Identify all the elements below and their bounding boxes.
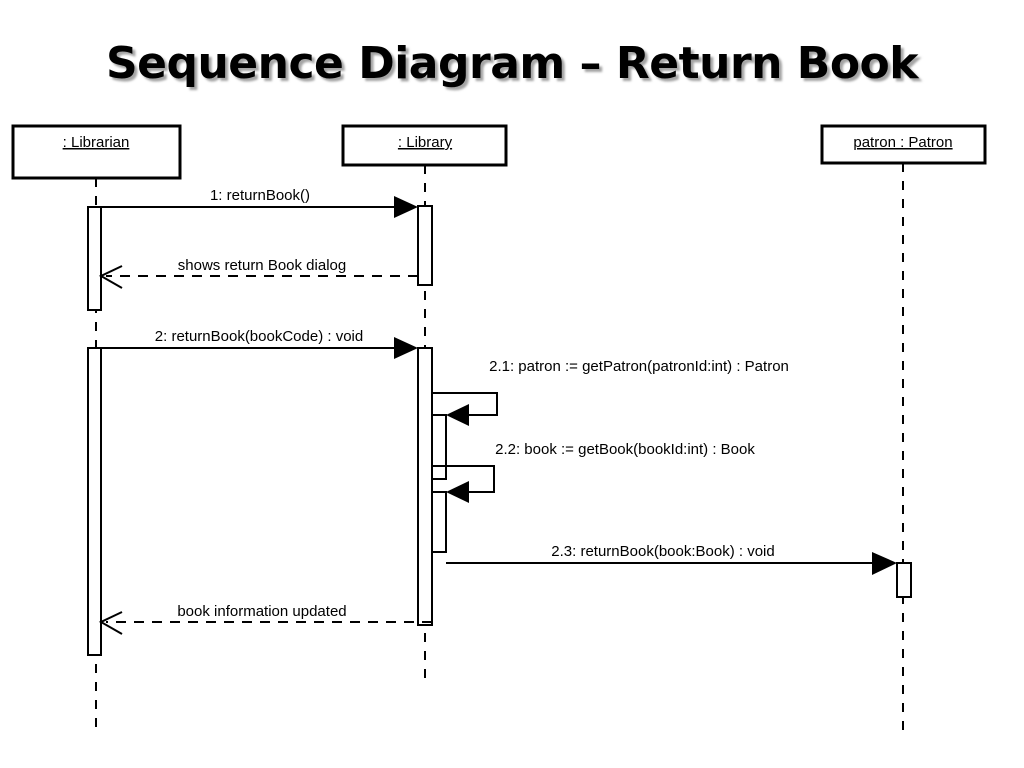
activation-bar-library-2[interactable] — [417, 347, 433, 626]
message-7-book-info-updated[interactable]: book information updated — [98, 603, 432, 635]
message-1-label: 1: returnBook() — [210, 187, 310, 204]
message-4-self-getpatron[interactable]: 2.1: patron := getPatron(patronId:int) :… — [432, 358, 789, 426]
message-6-label: 2.3: returnBook(book:Book) : void — [551, 543, 774, 560]
activation-bar-library-nested-1[interactable] — [431, 414, 447, 480]
message-4-label: 2.1: patron := getPatron(patronId:int) :… — [489, 358, 789, 375]
lifeline-library[interactable]: : Library — [341, 124, 508, 681]
activation-bar-library-nested-2[interactable] — [431, 491, 447, 553]
message-2-shows-dialog[interactable]: shows return Book dialog — [98, 257, 418, 289]
object-box-patron[interactable] — [820, 124, 987, 165]
message-4-line — [432, 392, 498, 416]
message-1-returnbook[interactable]: 1: returnBook() — [95, 187, 418, 218]
lifeline-librarian[interactable]: : Librarian — [11, 124, 182, 731]
message-4-arrowhead — [446, 404, 469, 426]
activation-bar-patron-1[interactable] — [896, 562, 912, 598]
message-7-arrowhead — [98, 611, 123, 635]
message-2-arrowhead — [98, 265, 123, 289]
message-5-line — [432, 465, 495, 493]
object-label-library: : Library — [398, 134, 453, 151]
message-5-self-getbook[interactable]: 2.2: book := getBook(bookId:int) : Book — [432, 441, 755, 503]
message-6-arrowhead — [872, 552, 897, 575]
message-6-returnbook-patron[interactable]: 2.3: returnBook(book:Book) : void — [446, 543, 897, 575]
activation-bar-library-1[interactable] — [417, 205, 433, 286]
object-box-librarian[interactable] — [11, 124, 182, 180]
lifeline-patron[interactable]: patron : Patron — [820, 124, 987, 731]
message-3-returnbook-bookcode[interactable]: 2: returnBook(bookCode) : void — [95, 328, 418, 359]
activation-bar-librarian-2[interactable] — [87, 347, 102, 656]
message-5-arrowhead — [446, 481, 469, 503]
object-label-librarian: : Librarian — [63, 134, 130, 151]
object-label-patron: patron : Patron — [853, 134, 952, 151]
message-5-label: 2.2: book := getBook(bookId:int) : Book — [495, 441, 755, 458]
message-7-label: book information updated — [177, 603, 346, 620]
message-1-arrowhead — [394, 196, 418, 218]
message-3-arrowhead — [394, 337, 418, 359]
page-title: Sequence Diagram – Return Book — [105, 38, 919, 89]
object-box-library[interactable] — [341, 124, 508, 167]
message-2-label: shows return Book dialog — [178, 257, 346, 274]
message-3-label: 2: returnBook(bookCode) : void — [155, 328, 363, 345]
activation-bar-librarian-1[interactable] — [87, 206, 102, 311]
